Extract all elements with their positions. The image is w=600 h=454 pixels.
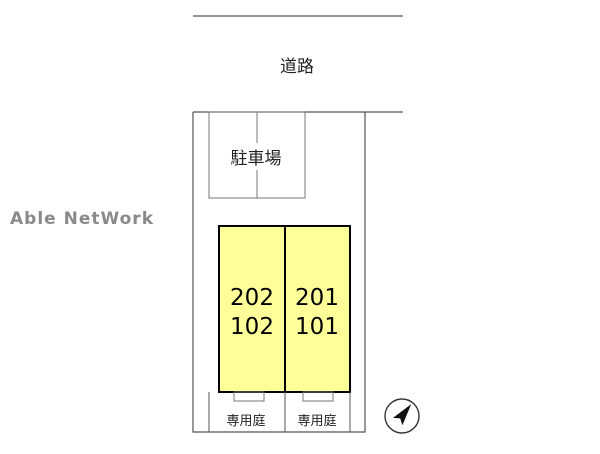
parking-label-bg: [221, 143, 291, 170]
garden-label: 専用庭: [226, 413, 265, 429]
entrance-step: [233, 391, 265, 402]
entrance-step: [302, 391, 334, 402]
unit-right: 201 101: [284, 225, 351, 393]
unit-upper-number: 202: [230, 285, 274, 311]
unit-upper-number: 201: [295, 285, 339, 311]
north-arrow-icon: [384, 398, 420, 434]
unit-left: 202 102: [218, 225, 286, 393]
compass-needle: [392, 404, 412, 426]
unit-lower-number: 102: [230, 314, 274, 340]
road-label: 道路: [280, 57, 314, 77]
parking-area: 駐車場: [208, 111, 306, 199]
unit-block: [218, 225, 286, 393]
parking-label: 駐車場: [231, 149, 282, 169]
private-gardens: 専用庭 専用庭: [208, 392, 351, 432]
garden-label: 専用庭: [297, 413, 336, 429]
lot-boundary: [192, 112, 366, 433]
unit-lower-number: 101: [295, 314, 339, 340]
watermark: Able NetWork: [10, 209, 154, 229]
unit-block: [284, 225, 351, 393]
